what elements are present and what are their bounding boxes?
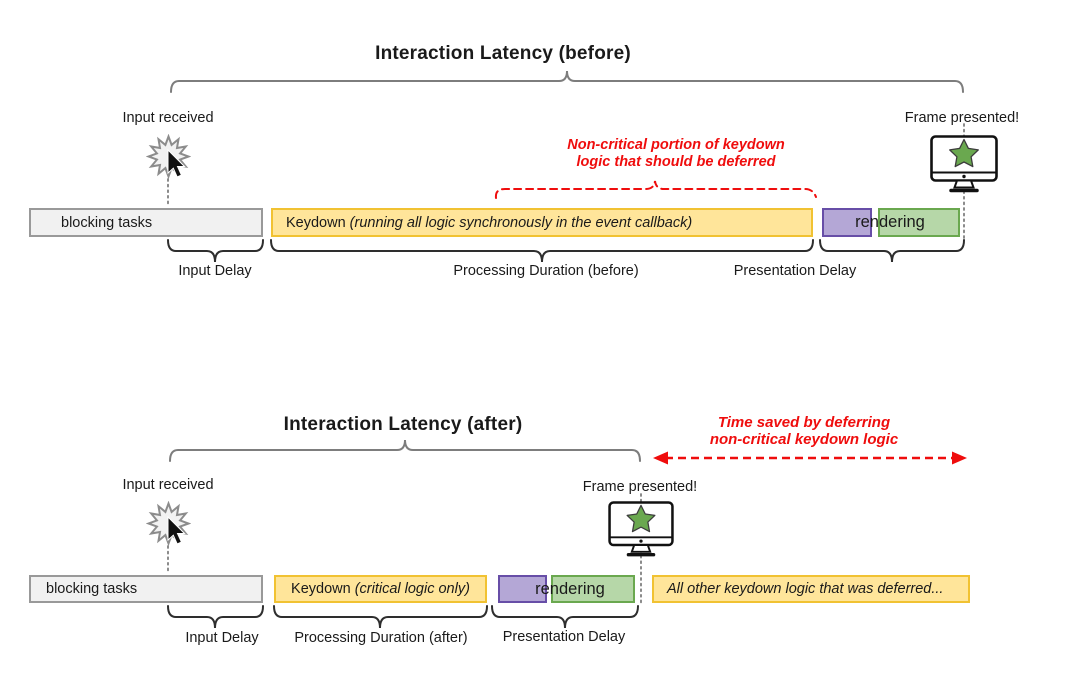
latency-brace-after (169, 439, 641, 462)
time-saved-arrowhead-right (952, 451, 967, 465)
keydown-italic-text-before: (running all logic synchronously in the … (349, 214, 693, 231)
cursor-icon-after (167, 516, 186, 545)
input-received-label-before: Input received (122, 110, 214, 126)
deferred-keydown-text: All other keydown logic that was deferre… (667, 581, 944, 597)
frame-presented-label-before: Frame presented! (904, 110, 1020, 126)
time-saved-annotation: Time saved by deferring non-critical key… (654, 414, 954, 448)
input-delay-label-before: Input Delay (178, 263, 252, 279)
keydown-italic-text-after: (critical logic only) (354, 581, 470, 597)
input-delay-brace-before (167, 239, 264, 263)
keydown-bar-after: Keydown (critical logic only) (274, 575, 487, 603)
title-after: Interaction Latency (after) (283, 414, 523, 435)
processing-duration-label-before: Processing Duration (before) (453, 263, 639, 279)
processing-duration-label-after: Processing Duration (after) (294, 630, 468, 646)
presentation-delay-brace-before (819, 239, 965, 263)
non-critical-annotation-line1: Non-critical portion of keydown (567, 137, 785, 153)
keydown-bar-before: Keydown (running all logic synchronously… (271, 208, 813, 237)
presentation-delay-brace-after (491, 605, 639, 629)
paint-bar-after (551, 575, 635, 603)
processing-duration-brace-after (273, 605, 488, 629)
presentation-delay-label-before: Presentation Delay (733, 263, 857, 279)
presentation-delay-label-after: Presentation Delay (502, 629, 626, 645)
input-delay-label-after: Input Delay (185, 630, 259, 646)
time-saved-arrowhead-left (653, 451, 668, 465)
input-delay-brace-after (167, 605, 264, 629)
non-critical-region-brace (494, 180, 817, 199)
blocking-tasks-bar-before: blocking tasks (29, 208, 263, 237)
blocking-tasks-text-after: blocking tasks (46, 581, 138, 597)
keydown-text-after: Keydown (291, 581, 351, 597)
non-critical-annotation-line2: logic that should be deferred (576, 154, 776, 170)
star-icon-before (949, 138, 979, 168)
deferred-keydown-bar: All other keydown logic that was deferre… (652, 575, 970, 603)
star-icon-after (626, 504, 656, 533)
keydown-text-before: Keydown (286, 214, 346, 231)
latency-brace-before (170, 70, 964, 93)
paint-bar-before (878, 208, 960, 237)
monitor-icon-before (930, 135, 998, 193)
input-received-label-after: Input received (122, 477, 214, 493)
blocking-tasks-bar-after: blocking tasks (29, 575, 263, 603)
processing-duration-brace-before (270, 239, 814, 263)
monitor-icon-after (608, 501, 674, 557)
time-saved-annotation-line2: non-critical keydown logic (709, 431, 899, 448)
style-layout-bar-after (498, 575, 547, 603)
time-saved-annotation-line1: Time saved by deferring (717, 414, 891, 431)
style-layout-bar-before (822, 208, 872, 237)
rendering-label-after: rendering (535, 580, 605, 598)
title-before: Interaction Latency (before) (375, 43, 631, 64)
cursor-icon-before (167, 149, 186, 178)
rendering-label-before: rendering (855, 213, 925, 231)
non-critical-annotation: Non-critical portion of keydown logic th… (536, 137, 816, 171)
frame-presented-label-after: Frame presented! (582, 479, 698, 495)
blocking-tasks-text-before: blocking tasks (61, 214, 153, 231)
